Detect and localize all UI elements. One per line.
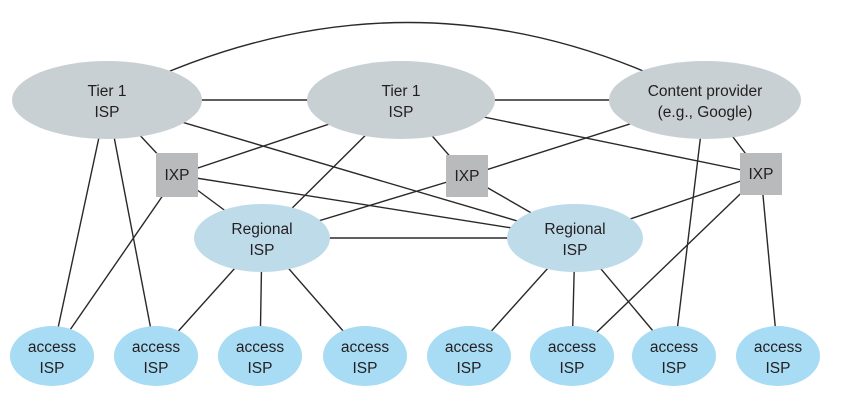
- node-acc-8: [736, 326, 820, 386]
- edge-ixp-r--acc-6: [571, 173, 762, 357]
- label-ixp-r: IXP: [749, 166, 774, 183]
- node-ixp-m: [446, 155, 488, 197]
- node-content: [609, 61, 801, 139]
- node-ixp-r: [740, 153, 782, 195]
- node-acc-7: [632, 326, 716, 386]
- label-ixp-l: IXP: [165, 167, 190, 184]
- edge-tier1-left--content: [106, 21, 706, 101]
- edge-ixp-r--acc-8: [760, 173, 779, 357]
- node-acc-4: [323, 326, 407, 386]
- node-tier1-left: [12, 61, 202, 139]
- edge-ixp-l--acc-1: [51, 174, 178, 357]
- node-reg-l: [194, 204, 330, 272]
- label-ixp-m: IXP: [455, 168, 480, 185]
- edge-tier1-left--acc-2: [106, 99, 157, 357]
- label-content: Content provider(e.g., Google): [648, 83, 763, 121]
- node-tier1-mid: [307, 61, 495, 139]
- node-acc-6: [530, 326, 614, 386]
- node-acc-5: [427, 326, 511, 386]
- edge-content--acc-7: [673, 99, 706, 357]
- node-acc-1: [10, 326, 94, 386]
- node-acc-2: [114, 326, 198, 386]
- edge-tier1-left--acc-1: [51, 99, 108, 357]
- node-acc-3: [218, 326, 302, 386]
- edge-tier1-left--reg-r: [106, 99, 576, 239]
- node-reg-r: [507, 204, 643, 272]
- edge-ixp-l--reg-r: [176, 174, 576, 239]
- node-ixp-l: [156, 153, 198, 197]
